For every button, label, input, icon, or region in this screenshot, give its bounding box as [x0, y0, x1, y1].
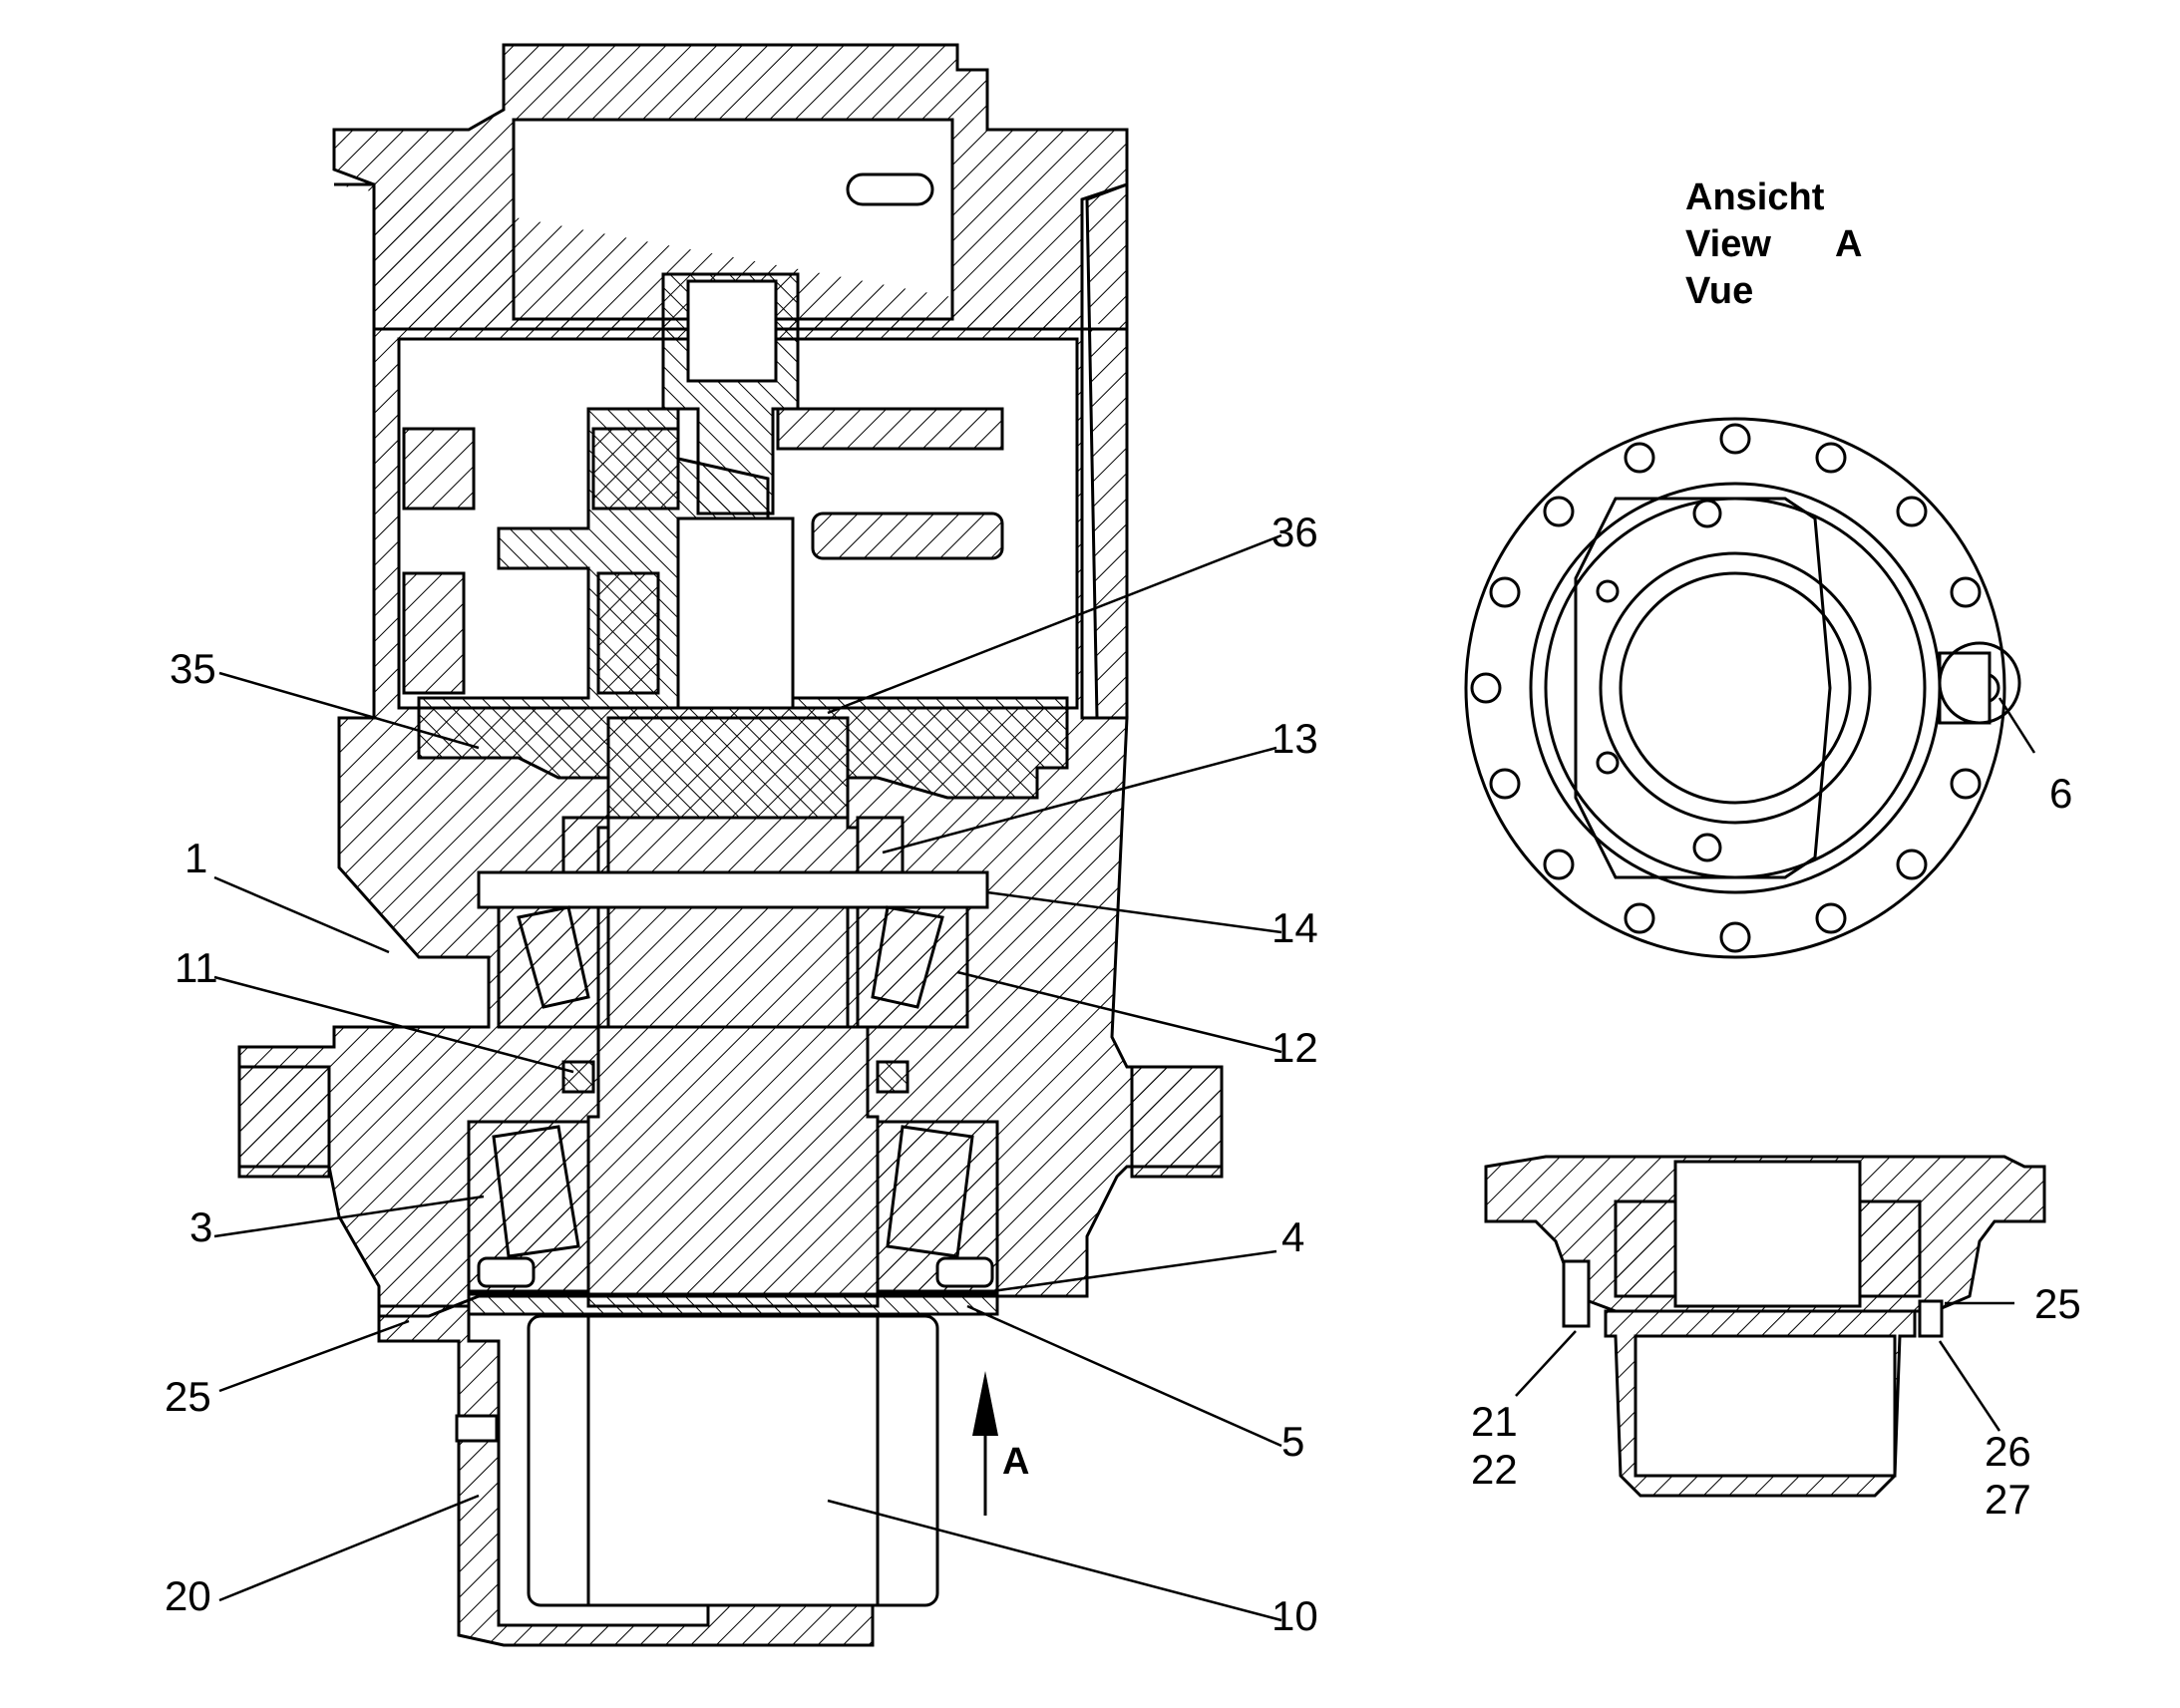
view-title-line2: View: [1685, 223, 1771, 265]
view-arrow-head: [972, 1371, 998, 1436]
planet-gear-lower-left: [402, 571, 466, 695]
shaft-tube: [676, 516, 795, 710]
seal-left: [561, 1060, 595, 1094]
view-arrow-label: A: [1002, 1441, 1029, 1483]
callout-1: 1: [184, 835, 207, 881]
spacer-ring: [467, 1292, 999, 1316]
callout-27: 27: [1985, 1476, 2031, 1523]
planet-gear-lower-mid: [596, 571, 660, 695]
small-cover-inner: [1634, 1334, 1897, 1478]
view-title-line3: Vue: [1685, 270, 1753, 312]
end-screw-3: [1596, 751, 1620, 775]
callout-14: 14: [1272, 904, 1318, 951]
small-screw-left: [1562, 1259, 1591, 1328]
sun-gear-bore: [686, 279, 778, 383]
callout-20: 20: [165, 1572, 211, 1619]
small-screw-right: [1918, 1299, 1944, 1338]
end-screw-1: [1692, 499, 1722, 528]
callout-3: 3: [189, 1203, 212, 1250]
callout-25-small: 25: [2034, 1280, 2081, 1327]
flange-lug-left: [237, 1065, 331, 1179]
planet-gear-upper-mid: [591, 427, 680, 511]
flange-lug-right: [1130, 1065, 1224, 1179]
callout-12: 12: [1272, 1024, 1318, 1071]
small-bearing-right: [1858, 1199, 1922, 1298]
end-plug: [1938, 651, 1992, 725]
view-a: Ansicht View A Vue 6: [1464, 176, 2072, 959]
output-spline: [527, 1314, 939, 1607]
end-cover-segment: [1574, 497, 1832, 879]
end-bore: [1599, 551, 1872, 825]
upper-roller-left: [517, 905, 590, 1009]
planet-gear-upper-left: [402, 427, 476, 511]
callout-10: 10: [1272, 1592, 1318, 1639]
washer-plate: [477, 870, 989, 909]
callout-35: 35: [170, 645, 216, 692]
view-title-line1: Ansicht: [1685, 176, 1825, 218]
callout-36: 36: [1272, 509, 1318, 555]
small-shaft: [1673, 1160, 1862, 1308]
callout-21: 21: [1471, 1398, 1518, 1445]
callout-4: 4: [1281, 1213, 1304, 1260]
end-bolt-circle: [1470, 423, 2000, 953]
lower-roller-right: [886, 1125, 974, 1258]
adapter-slot: [846, 172, 934, 206]
callout-25: 25: [165, 1373, 211, 1420]
lower-roller-left: [492, 1125, 580, 1258]
ring-arm: [811, 512, 1004, 560]
view-title-letter: A: [1835, 223, 1862, 265]
end-screw-4: [1692, 833, 1722, 862]
upper-bearing-left: [497, 905, 600, 1029]
ring-plate: [776, 407, 1004, 451]
main-section-view: A 36 35 13 1 14 11 12 3 4 25 5 20 10: [165, 43, 1318, 1647]
end-shaft: [1619, 571, 1852, 805]
callout-22: 22: [1471, 1446, 1518, 1493]
callout-5: 5: [1281, 1418, 1304, 1465]
callout-26: 26: [1985, 1428, 2031, 1475]
lower-roller-base-left: [477, 1256, 536, 1288]
end-screw-2: [1596, 579, 1620, 603]
callout-13: 13: [1272, 715, 1318, 762]
end-plug-ring: [1938, 641, 2021, 725]
small-section-view: 25 21 22 26 27: [1471, 1155, 2081, 1523]
upper-roller-right: [871, 905, 944, 1009]
seal-right: [876, 1060, 909, 1094]
small-bearing-left: [1614, 1199, 1677, 1298]
callout-6: 6: [2049, 770, 2072, 817]
callout-11: 11: [175, 944, 218, 991]
cover-pin: [455, 1414, 499, 1443]
upper-bearing-right: [856, 905, 969, 1029]
lower-roller-base-right: [935, 1256, 994, 1288]
